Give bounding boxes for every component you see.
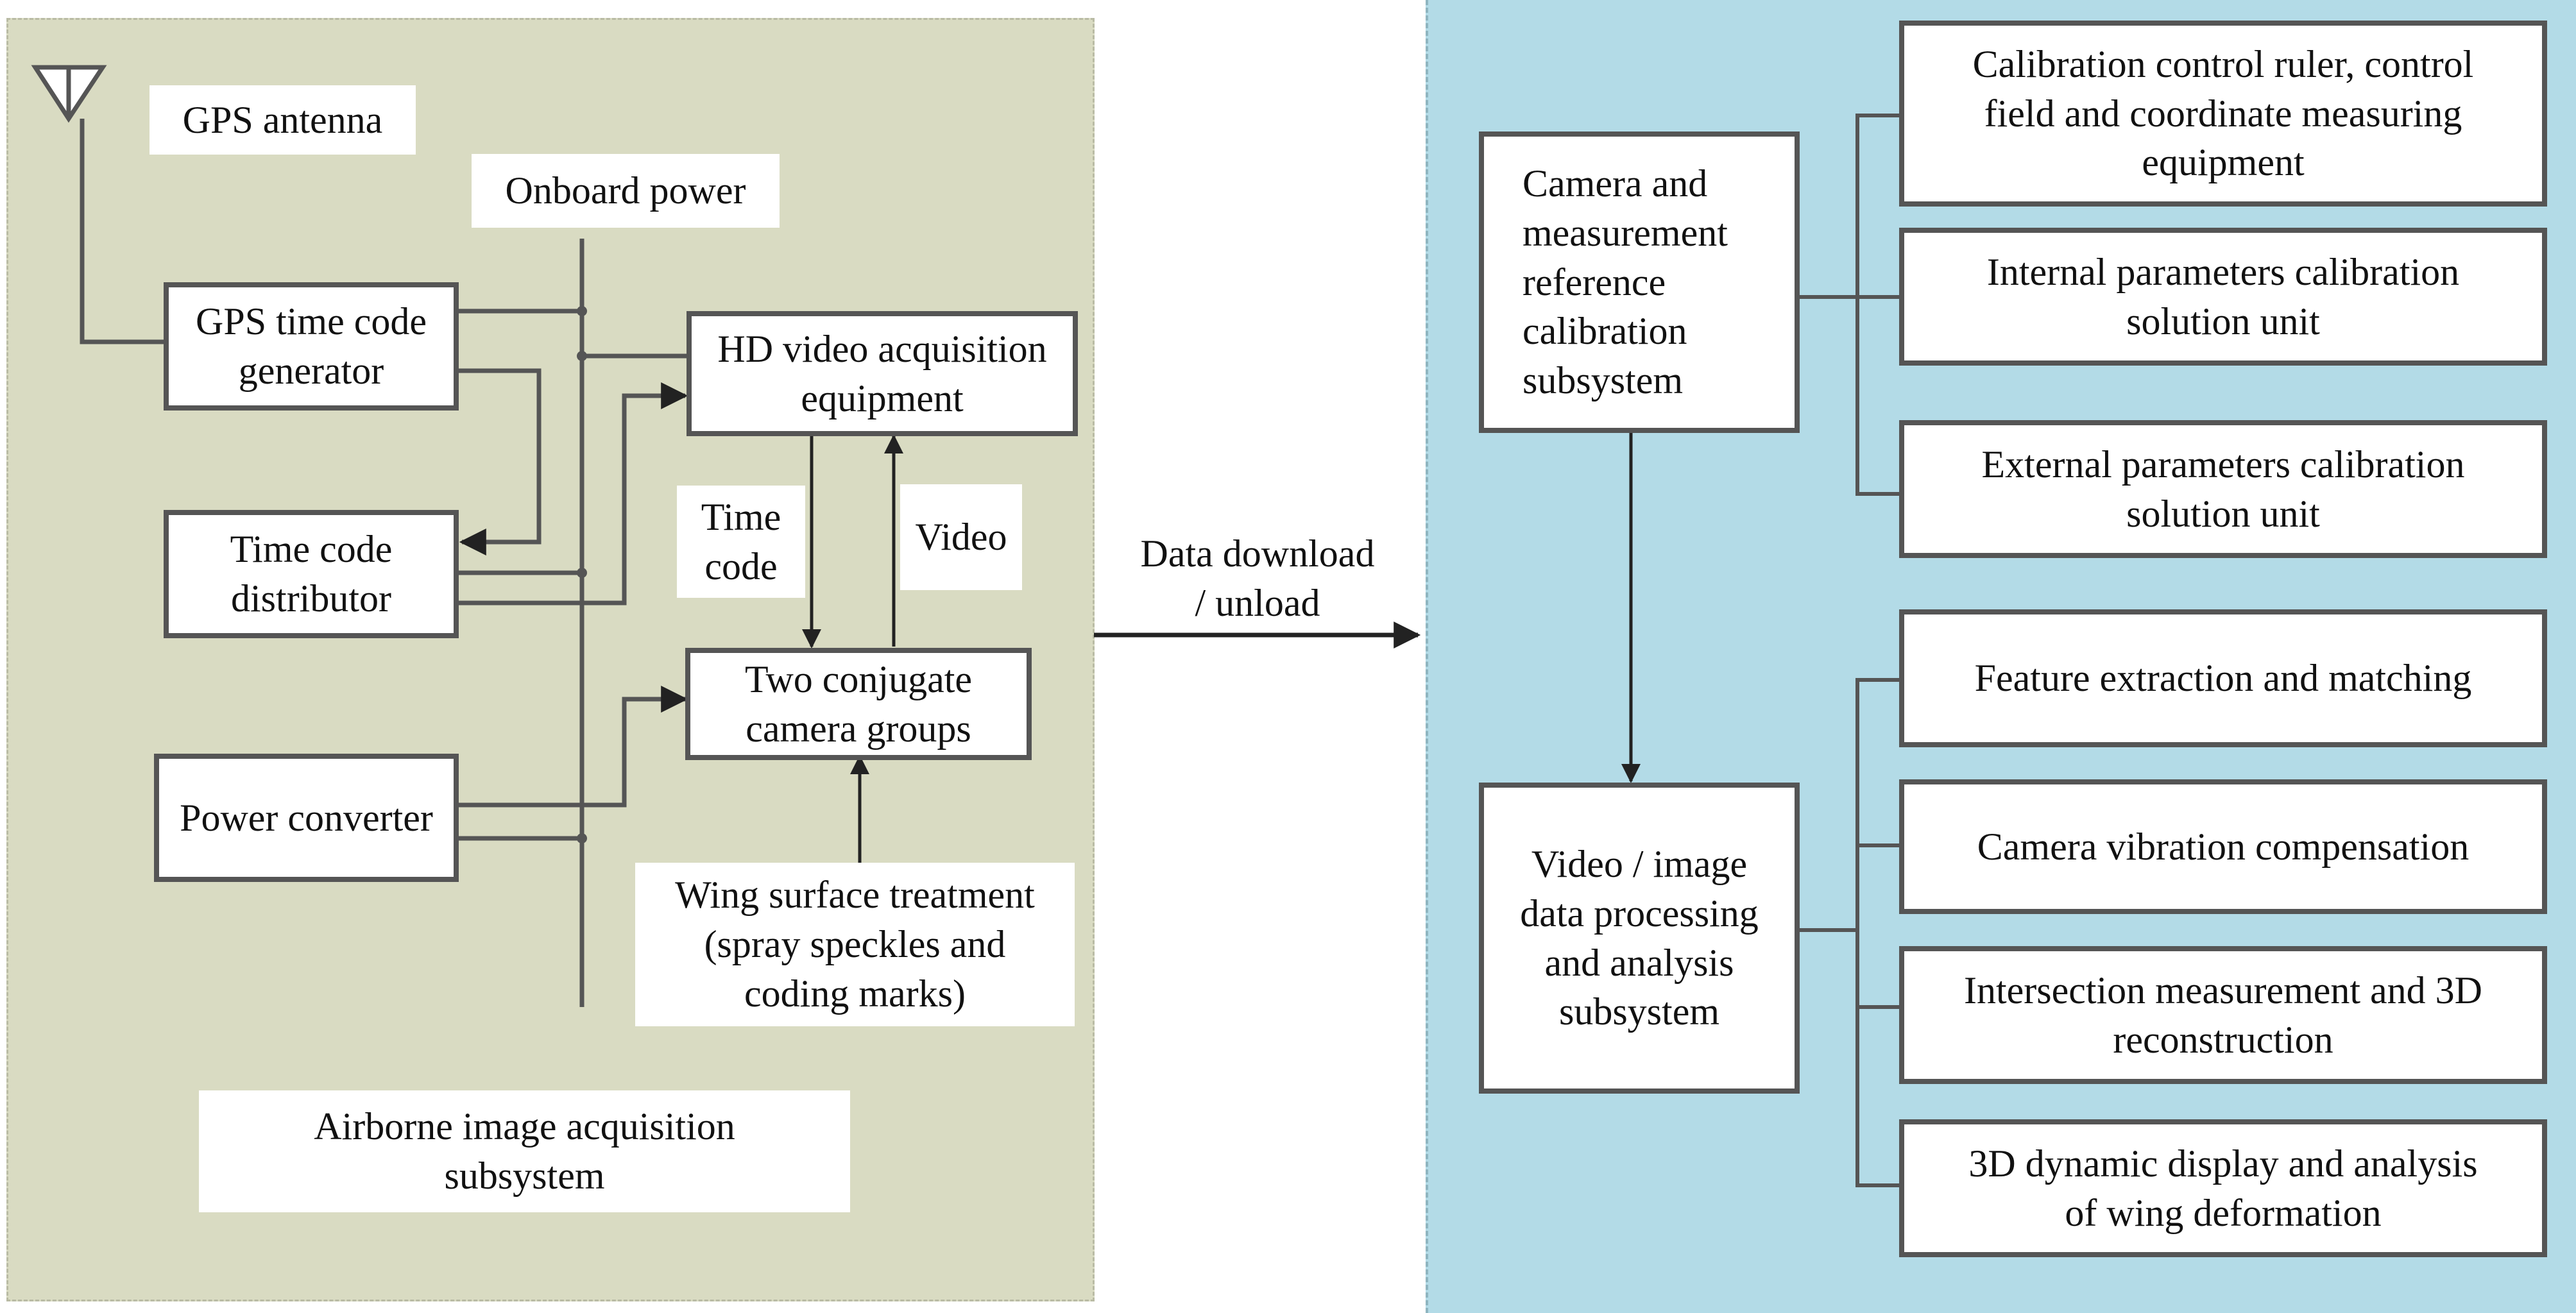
processing-unit-3d-display: 3D dynamic display and analysis of wing … xyxy=(1899,1119,2547,1257)
gps-antenna-label: GPS antenna xyxy=(149,85,416,155)
video-edge-label: Video xyxy=(900,484,1022,590)
onboard-power-label: Onboard power xyxy=(472,154,780,228)
airborne-subsystem-title: Airborne image acquisition subsystem xyxy=(199,1090,850,1212)
data-transfer-label: Data download / unload xyxy=(1140,532,1375,624)
processing-unit-feature-extraction: Feature extraction and matching xyxy=(1899,609,2547,747)
processing-unit-vibration-compensation: Camera vibration compensation xyxy=(1899,779,2547,914)
processing-unit-intersection-reconstruction: Intersection measurement and 3D reconstr… xyxy=(1899,946,2547,1084)
time-code-distributor-box: Time code distributor xyxy=(164,510,459,638)
calibration-unit-external-params: External parameters calibration solution… xyxy=(1899,420,2547,558)
camera-groups-box: Two conjugate camera groups xyxy=(685,648,1032,760)
processing-subsystem-box: Video / image data processing and analys… xyxy=(1479,783,1800,1094)
gps-time-code-generator-box: GPS time code generator xyxy=(164,282,459,411)
calibration-unit-control-ruler: Calibration control ruler, control field… xyxy=(1899,21,2547,207)
power-converter-box: Power converter xyxy=(154,754,459,882)
hd-video-acquisition-box: HD video acquisition equipment xyxy=(687,311,1078,436)
wing-surface-treatment-box: Wing surface treatment (spray speckles a… xyxy=(635,863,1075,1026)
time-code-edge-label: Time code xyxy=(677,486,805,598)
calibration-subsystem-box: Camera and measurement reference calibra… xyxy=(1479,131,1800,433)
calibration-unit-internal-params: Internal parameters calibration solution… xyxy=(1899,228,2547,366)
